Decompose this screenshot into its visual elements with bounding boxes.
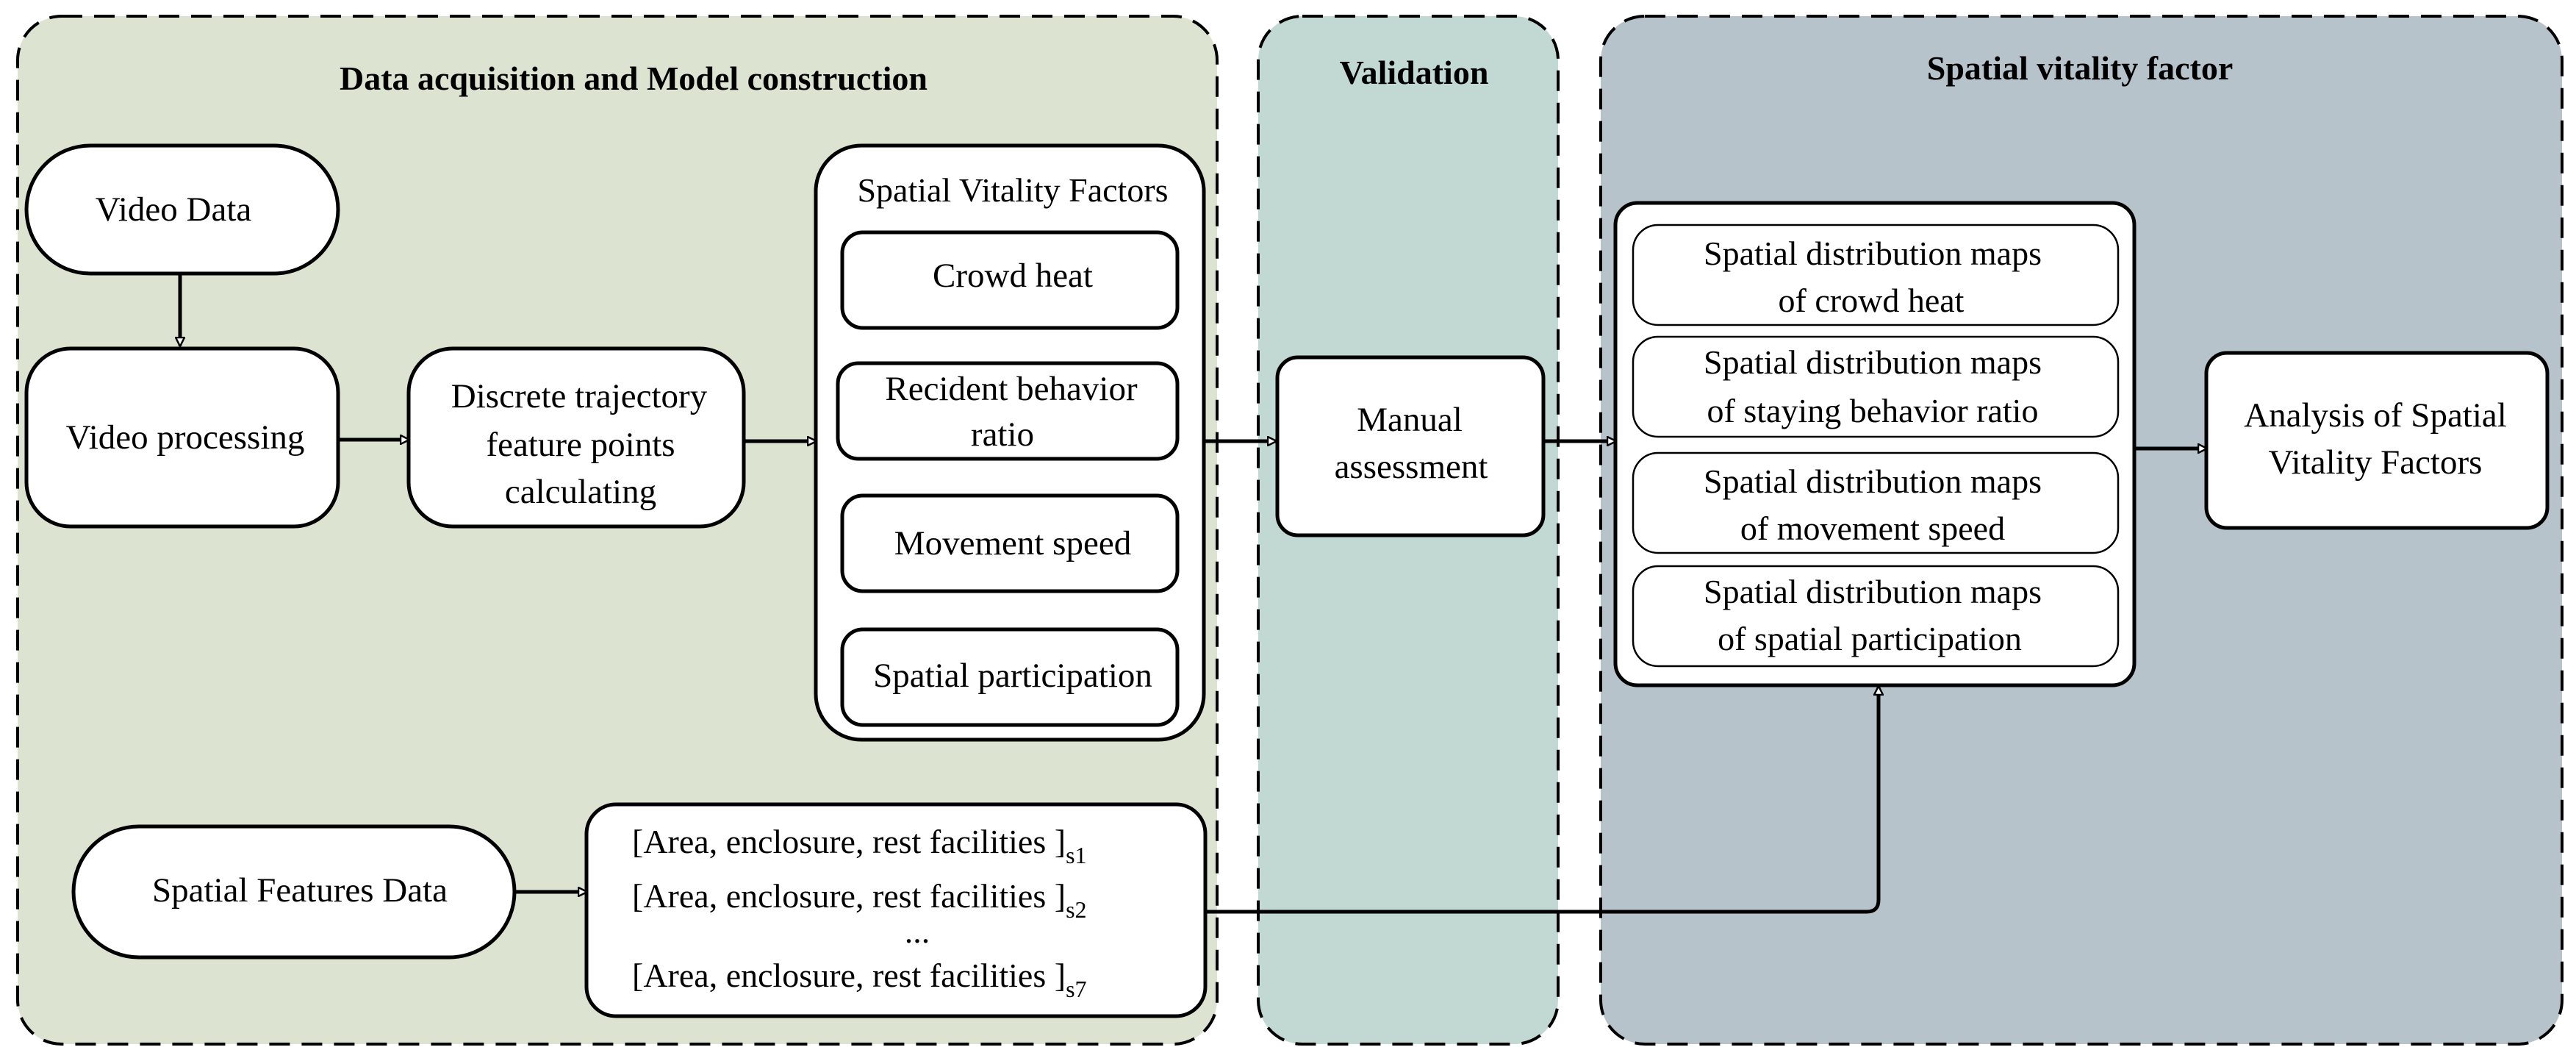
feature-row-s1-text: [Area, enclosure, rest facilities ]	[632, 823, 1066, 860]
connectors	[180, 274, 2206, 914]
discrete-label-line3: calculating	[505, 473, 656, 511]
feature-ellipsis: ...	[905, 912, 930, 950]
factor-crowd-heat	[840, 230, 1180, 330]
factor-movement-speed-label: Movement speed	[894, 524, 1131, 562]
manual-label-line2: assessment	[1335, 448, 1488, 486]
map-spatial-participation-line2: of spatial participation	[1718, 620, 2022, 657]
analysis-label-line2: Vitality Factors	[2269, 443, 2483, 482]
map-staying-behavior-line2: of staying behavior ratio	[1707, 392, 2039, 429]
analysis-node	[2204, 351, 2550, 530]
factor-movement-speed	[840, 493, 1180, 593]
map-movement-speed-line2: of movement speed	[1740, 510, 2005, 547]
manual-label-line1: Manual	[1357, 401, 1463, 439]
panel-title-validation: Validation	[1340, 54, 1489, 91]
map-crowd-heat-line2: of crowd heat	[1779, 282, 1965, 319]
features-list-node	[584, 802, 1208, 1018]
map-staying-behavior-line1: Spatial distribution maps	[1704, 343, 2042, 381]
map-movement-speed-line1: Spatial distribution maps	[1704, 462, 2042, 500]
video-processing-node	[24, 346, 340, 529]
feature-row-s2-sub: s2	[1066, 896, 1086, 923]
panel-title-vitality: Spatial vitality factor	[1927, 49, 2234, 87]
discrete-label-line1: Discrete trajectory	[451, 377, 708, 415]
map-spatial-participation-line1: Spatial distribution maps	[1704, 573, 2042, 610]
feature-row-s1: [Area, enclosure, rest facilities ]s1	[632, 823, 1087, 868]
arrow-features-to-maps	[1205, 687, 1879, 914]
feature-row-s2: [Area, enclosure, rest facilities ]s2	[632, 877, 1087, 923]
spatial-features-label: Spatial Features Data	[152, 871, 448, 910]
factor-spatial-participation-label: Spatial participation	[873, 657, 1152, 695]
video-processing-label: Video processing	[66, 418, 305, 457]
video-data-node	[24, 143, 340, 276]
feature-row-s1-sub: s1	[1066, 842, 1086, 868]
discrete-label-line2: feature points	[486, 426, 675, 464]
vitality-factors-title: Spatial Vitality Factors	[857, 171, 1168, 209]
feature-row-s2-text: [Area, enclosure, rest facilities ]	[632, 877, 1066, 915]
factor-resident-behavior-label2: ratio	[971, 415, 1034, 454]
spatial-features-node	[71, 824, 517, 960]
factor-resident-behavior	[836, 361, 1180, 461]
map-movement-speed	[1632, 451, 2120, 554]
discrete-trajectory-node	[406, 346, 746, 529]
map-crowd-heat-line1: Spatial distribution maps	[1704, 235, 2042, 272]
feature-row-s7-text: [Area, enclosure, rest facilities ]	[632, 957, 1066, 994]
factor-spatial-participation	[840, 627, 1180, 727]
analysis-label-line1: Analysis of Spatial	[2244, 396, 2507, 435]
feature-row-s7-sub: s7	[1066, 976, 1086, 1002]
panel-title-acquisition: Data acquisition and Model construction	[340, 60, 928, 97]
video-data-label: Video Data	[96, 190, 252, 229]
map-crowd-heat	[1632, 224, 2120, 326]
factor-resident-behavior-label1: Recident behavior	[885, 370, 1138, 408]
map-spatial-participation	[1632, 565, 2120, 668]
map-staying-behavior	[1632, 335, 2120, 438]
factor-crowd-heat-label: Crowd heat	[933, 257, 1093, 295]
manual-assessment-node	[1275, 355, 1546, 537]
feature-row-s7: [Area, enclosure, rest facilities ]s7	[632, 957, 1087, 1002]
